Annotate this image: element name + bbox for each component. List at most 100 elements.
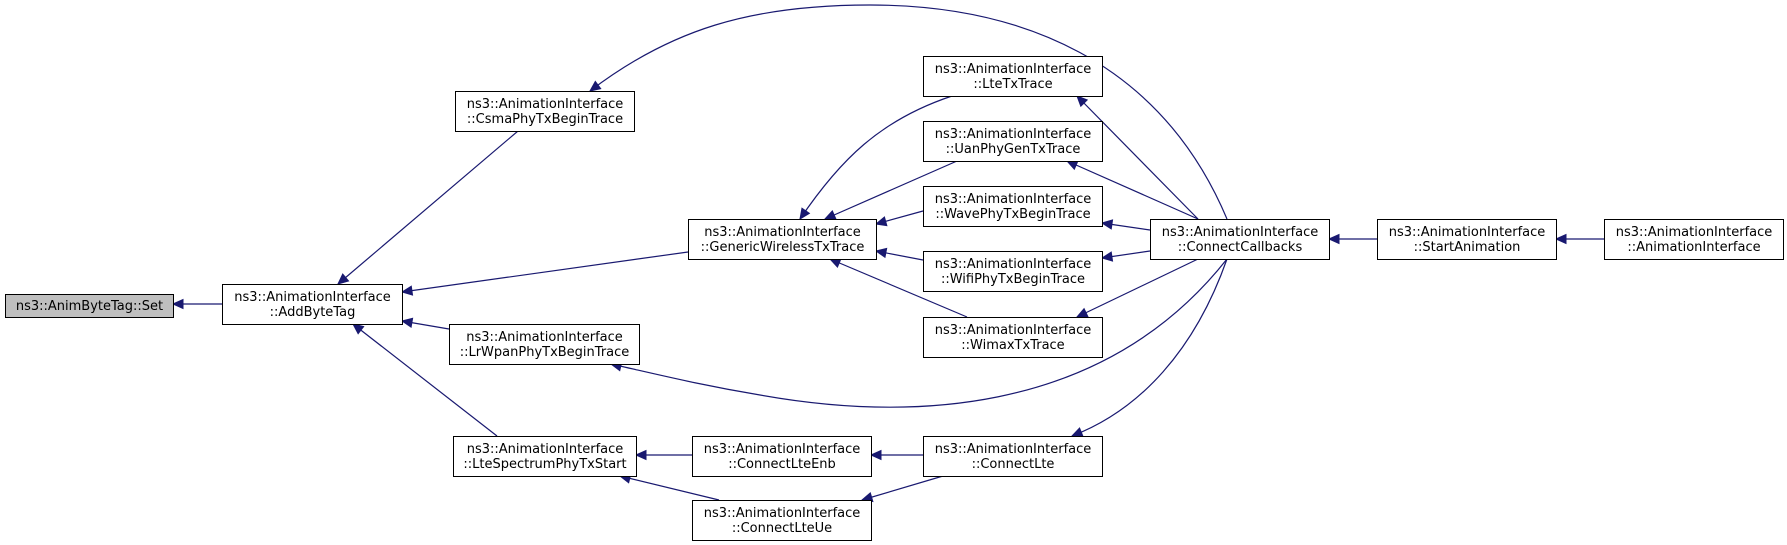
node-label-line: ns3::AnimationInterface <box>704 225 861 240</box>
edge-connectcallbacks-to-csma <box>589 4 1228 220</box>
edge-line <box>337 130 519 285</box>
node-addbytetag[interactable]: ns3::AnimationInterface::AddByteTag <box>222 284 403 325</box>
edge-line <box>799 95 953 220</box>
node-label-line: ns3::AnimationInterface <box>466 330 623 345</box>
node-box <box>923 317 1103 358</box>
arrow-head <box>823 209 837 220</box>
edge-line <box>1076 95 1199 220</box>
arrow-head <box>1075 307 1089 318</box>
arrow-head <box>1327 233 1340 245</box>
node-label-line: ns3::AnimationInterface <box>935 323 1092 338</box>
arrow-head <box>1065 160 1079 171</box>
node-box <box>1377 219 1557 260</box>
edge-genericwireless-to-addbytetag <box>400 251 689 296</box>
arrow-head <box>1100 219 1114 230</box>
node-label-line: ns3::AnimationInterface <box>467 442 624 457</box>
arrow-head <box>799 207 811 221</box>
node-connectlteue[interactable]: ns3::AnimationInterface::ConnectLteUe <box>692 500 872 541</box>
node-box <box>449 324 640 365</box>
node-connectcallbacks[interactable]: ns3::AnimationInterface::ConnectCallback… <box>1150 219 1330 260</box>
edge-wifiphy-to-genericwireless <box>874 247 924 261</box>
node-animationinterface[interactable]: ns3::AnimationInterface::AnimationInterf… <box>1604 219 1784 260</box>
arrow-head <box>337 273 350 285</box>
node-label-line: ns3::AnimationInterface <box>704 506 861 521</box>
arrow-head <box>1076 95 1089 108</box>
edge-line <box>824 160 958 220</box>
edge-connectcallbacks-to-wifiphy <box>1100 250 1151 262</box>
edge-connectlte-to-connectlteue <box>860 475 944 503</box>
node-box <box>5 294 174 318</box>
node-label-line: ::ConnectLte <box>972 457 1055 472</box>
edge-line <box>1071 258 1228 437</box>
edge-ltespectrum-to-addbytetag <box>352 323 498 437</box>
node-box <box>453 436 637 477</box>
node-lrwpan[interactable]: ns3::AnimationInterface::LrWpanPhyTxBegi… <box>449 324 640 365</box>
node-box <box>455 91 635 132</box>
node-label-line: ::LteTxTrace <box>973 77 1052 92</box>
node-label-line: ns3::AnimationInterface <box>704 442 861 457</box>
edge-connectcallbacks-to-wimax <box>1075 258 1199 318</box>
node-label-line: ns3::AnimationInterface <box>1162 225 1319 240</box>
edge-csma-to-addbytetag <box>337 130 519 285</box>
edge-line <box>610 258 1228 408</box>
node-label-line: ::LteSpectrumPhyTxStart <box>463 457 626 472</box>
arrow-head <box>400 317 414 328</box>
edge-connectcallbacks-to-wavephy <box>1100 219 1151 231</box>
node-uanphy[interactable]: ns3::AnimationInterface::UanPhyGenTxTrac… <box>923 121 1103 162</box>
node-startanimation[interactable]: ns3::AnimationInterface::StartAnimation <box>1377 219 1557 260</box>
node-ltespectrum[interactable]: ns3::AnimationInterface::LteSpectrumPhyT… <box>453 436 637 477</box>
node-box <box>1150 219 1330 260</box>
arrow-head <box>1100 251 1114 262</box>
edge-ltetx-to-genericwireless <box>799 95 953 221</box>
node-label-line: ::LrWpanPhyTxBeginTrace <box>460 345 630 360</box>
edge-addbytetag-to-set <box>171 298 222 310</box>
node-genericwireless[interactable]: ns3::AnimationInterface::GenericWireless… <box>688 219 877 260</box>
node-label-line: ::ConnectLteEnb <box>728 457 836 472</box>
edges-layer <box>171 4 1604 503</box>
arrow-head <box>400 285 414 296</box>
edge-connectlte-to-connectlteenb <box>869 449 923 461</box>
node-label-line: ::StartAnimation <box>1414 240 1521 255</box>
edge-uanphy-to-genericwireless <box>823 160 958 220</box>
node-label-line: ::WimaxTxTrace <box>961 338 1064 353</box>
edge-line <box>1076 258 1199 318</box>
node-label-line: ns3::AnimationInterface <box>1389 225 1546 240</box>
edge-animationinterface-to-startanimation <box>1554 233 1604 245</box>
node-connectlteenb[interactable]: ns3::AnimationInterface::ConnectLteEnb <box>692 436 872 477</box>
node-wimax[interactable]: ns3::AnimationInterface::WimaxTxTrace <box>923 317 1103 358</box>
node-connectlte[interactable]: ns3::AnimationInterface::ConnectLte <box>923 436 1103 477</box>
arrow-head <box>634 449 647 461</box>
node-wifiphy[interactable]: ns3::AnimationInterface::WifiPhyTxBeginT… <box>923 251 1103 292</box>
edge-connectcallbacks-to-ltetx <box>1076 95 1199 220</box>
node-label-line: ::WavePhyTxBeginTrace <box>935 207 1090 222</box>
node-csma[interactable]: ns3::AnimationInterface::CsmaPhyTxBeginT… <box>455 91 635 132</box>
edge-line <box>589 4 1228 220</box>
node-ltetx[interactable]: ns3::AnimationInterface::LteTxTrace <box>923 56 1103 97</box>
node-label-line: ns3::AnimationInterface <box>935 192 1092 207</box>
node-label-line: ns3::AnimationInterface <box>935 257 1092 272</box>
edge-connectlteue-to-ltespectrum <box>618 473 720 501</box>
node-wavephy[interactable]: ns3::AnimationInterface::WavePhyTxBeginT… <box>923 186 1103 227</box>
node-box <box>688 219 877 260</box>
node-label-line: ::ConnectLteUe <box>732 521 832 536</box>
node-label-line: ::GenericWirelessTxTrace <box>701 240 865 255</box>
node-box <box>1604 219 1784 260</box>
node-box <box>222 284 403 325</box>
node-box <box>923 186 1103 227</box>
node-box <box>923 56 1103 97</box>
edge-line <box>861 475 944 501</box>
node-label-line: ::AnimationInterface <box>1627 240 1760 255</box>
node-label-line: ns3::AnimationInterface <box>935 127 1092 142</box>
arrow-head <box>1554 233 1567 245</box>
edge-connectcallbacks-to-uanphy <box>1065 160 1199 220</box>
node-label-line: ns3::AnimationInterface <box>935 442 1092 457</box>
node-box <box>923 251 1103 292</box>
node-box <box>692 436 872 477</box>
arrow-head <box>171 298 184 310</box>
arrow-head <box>1070 427 1084 437</box>
arrow-head <box>352 323 365 335</box>
arrow-head <box>589 80 602 92</box>
node-label-line: ::WifiPhyTxBeginTrace <box>941 272 1085 287</box>
node-box <box>923 436 1103 477</box>
